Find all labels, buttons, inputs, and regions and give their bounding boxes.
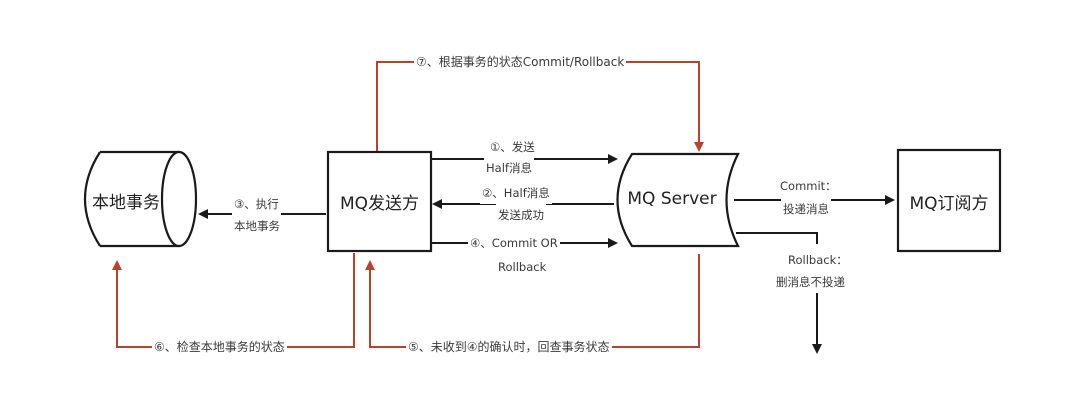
label-step1-line2: Half消息: [484, 157, 534, 179]
label-step1-line1: ①、发送: [488, 136, 537, 158]
label-rollback-line2: 删消息不投递: [774, 271, 847, 293]
label-step3-line2: 本地事务: [232, 215, 282, 237]
label-step7: ⑦、根据事务的状态Commit/Rollback: [414, 51, 627, 73]
label-step2-line2: 发送成功: [496, 204, 546, 226]
label-step4-line2: Rollback: [496, 256, 549, 278]
subscriber-box: [896, 148, 1002, 253]
producer-box: [326, 150, 433, 253]
label-step4-line1: ④、Commit OR: [468, 232, 560, 254]
subscriber-label: MQ订阅方: [909, 194, 989, 214]
label-step2-line1: ②、Half消息: [480, 182, 552, 204]
server-shape: [616, 152, 740, 248]
label-step3-line1: ③、执行: [232, 193, 281, 215]
edge-step6: [112, 253, 355, 348]
label-step6: ⑥、检查本地事务的状态: [152, 336, 287, 358]
local-tx-label: 本地事务: [92, 193, 160, 213]
label-rollback-line1: Rollback：: [786, 249, 850, 271]
label-commit-line1: Commit：: [778, 175, 839, 197]
edge-step7: [376, 61, 704, 152]
server-label: MQ Server: [627, 189, 717, 209]
label-commit-line2: 投递消息: [781, 198, 831, 220]
edge-rollback: [736, 232, 817, 352]
producer-label: MQ发送方: [339, 194, 420, 214]
local-tx-cylinder: [84, 150, 198, 248]
label-step5: ⑤、未收到④的确认时，回查事务状态: [406, 336, 612, 358]
